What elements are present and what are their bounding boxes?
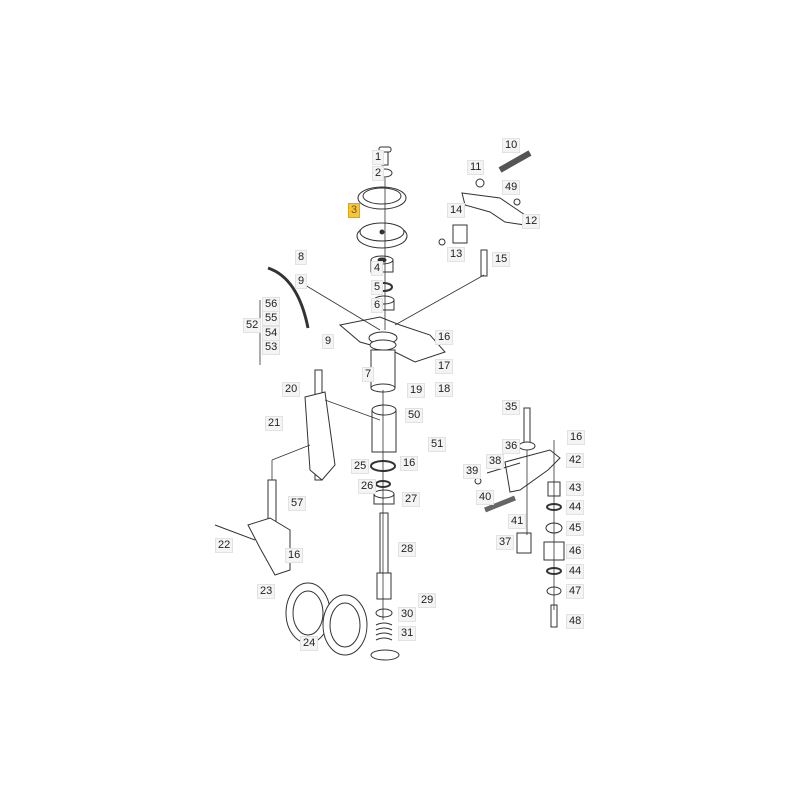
- part-label-11[interactable]: 11: [467, 160, 485, 175]
- bolt-part-1: [378, 146, 392, 166]
- part-label-13[interactable]: 13: [447, 247, 466, 262]
- leader-lines: [259, 178, 555, 620]
- part-label-9[interactable]: 9: [322, 334, 335, 349]
- sleeve-part-50: [371, 404, 397, 453]
- part-label-27[interactable]: 27: [402, 492, 421, 507]
- pulley-part-3: [356, 186, 408, 249]
- part-label-5[interactable]: 5: [371, 280, 384, 295]
- part-label-46[interactable]: 46: [566, 544, 585, 559]
- part-label-16[interactable]: 16: [400, 456, 419, 471]
- plate-part-42: [504, 449, 561, 493]
- part-label-1[interactable]: 1: [372, 150, 385, 165]
- bolt-part-22: [214, 524, 256, 541]
- part-label-4[interactable]: 4: [371, 261, 384, 276]
- part-label-22[interactable]: 22: [215, 538, 234, 553]
- part-label-54[interactable]: 54: [262, 326, 281, 341]
- part-label-56[interactable]: 56: [262, 297, 281, 312]
- washer-part-30: [375, 608, 393, 618]
- hub-bottom: [370, 649, 400, 661]
- part-label-35[interactable]: 35: [502, 400, 521, 415]
- part-label-6[interactable]: 6: [371, 298, 384, 313]
- part-label-51[interactable]: 51: [428, 437, 447, 452]
- part-label-30[interactable]: 30: [398, 607, 417, 622]
- part-label-21[interactable]: 21: [265, 416, 284, 431]
- part-label-41[interactable]: 41: [508, 514, 527, 529]
- part-label-53[interactable]: 53: [262, 340, 281, 355]
- part-label-36[interactable]: 36: [502, 439, 521, 454]
- cable-part-56: [267, 266, 310, 329]
- part-label-12[interactable]: 12: [522, 214, 541, 229]
- bracket-part-12: [452, 192, 526, 244]
- nut-part-49: [513, 198, 521, 206]
- part-label-3[interactable]: 3: [348, 203, 361, 218]
- washer-part-36: [518, 441, 536, 451]
- part-label-19[interactable]: 19: [407, 383, 426, 398]
- part-label-7[interactable]: 7: [362, 367, 375, 382]
- wheels-part-24: [285, 582, 368, 656]
- part-label-39[interactable]: 39: [463, 464, 482, 479]
- nut-part-11: [475, 178, 485, 188]
- part-label-9[interactable]: 9: [295, 274, 308, 289]
- frame-plate: [338, 316, 446, 363]
- part-label-44[interactable]: 44: [566, 500, 585, 515]
- part-label-47[interactable]: 47: [566, 584, 585, 599]
- part-label-16[interactable]: 16: [285, 548, 304, 563]
- part-label-23[interactable]: 23: [257, 584, 276, 599]
- spring-part-31: [375, 622, 393, 641]
- part-label-45[interactable]: 45: [566, 521, 585, 536]
- part-label-17[interactable]: 17: [435, 359, 454, 374]
- part-label-40[interactable]: 40: [476, 490, 495, 505]
- part-label-31[interactable]: 31: [398, 626, 417, 641]
- bolt-part-35: [523, 407, 531, 445]
- part-label-43[interactable]: 43: [566, 481, 585, 496]
- pin-part-15: [480, 249, 488, 277]
- part-label-52[interactable]: 52: [243, 318, 262, 333]
- part-label-16[interactable]: 16: [567, 430, 586, 445]
- part-label-48[interactable]: 48: [566, 614, 585, 629]
- spring-part-10: [498, 150, 532, 173]
- part-label-25[interactable]: 25: [351, 459, 370, 474]
- part-label-42[interactable]: 42: [566, 453, 585, 468]
- part-label-20[interactable]: 20: [282, 382, 301, 397]
- part-label-55[interactable]: 55: [262, 311, 281, 326]
- part-label-16[interactable]: 16: [435, 330, 454, 345]
- spacer-part-37: [516, 532, 532, 554]
- part-label-24[interactable]: 24: [300, 636, 319, 651]
- part-label-38[interactable]: 38: [486, 454, 505, 469]
- part-label-14[interactable]: 14: [447, 203, 466, 218]
- bearing-part-27: [373, 489, 395, 505]
- spring-part-40: [484, 495, 516, 513]
- part-label-10[interactable]: 10: [502, 138, 521, 153]
- part-label-49[interactable]: 49: [502, 180, 521, 195]
- part-label-57[interactable]: 57: [288, 496, 307, 511]
- part-label-44[interactable]: 44: [566, 564, 585, 579]
- part-label-2[interactable]: 2: [372, 166, 385, 181]
- part-label-8[interactable]: 8: [295, 250, 308, 265]
- part-label-50[interactable]: 50: [405, 408, 424, 423]
- screw-part-13: [438, 238, 446, 246]
- part-label-37[interactable]: 37: [496, 535, 515, 550]
- tube-part-7: [370, 349, 396, 393]
- part-label-26[interactable]: 26: [358, 479, 377, 494]
- part-label-29[interactable]: 29: [418, 593, 437, 608]
- fork-part-23: [247, 517, 291, 576]
- part-label-28[interactable]: 28: [398, 542, 417, 557]
- shaft-part-28: [376, 512, 392, 600]
- lever-bracket: [304, 391, 336, 481]
- part-label-15[interactable]: 15: [492, 252, 511, 267]
- part-label-18[interactable]: 18: [435, 382, 454, 397]
